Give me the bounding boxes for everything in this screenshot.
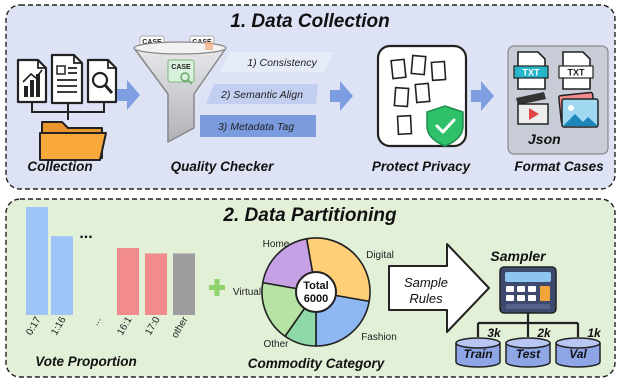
vote-proportion-caption: Vote Proportion: [35, 354, 137, 369]
pie-label-fashion: Fashion: [361, 332, 397, 343]
dataset-cylinder-icon: Val: [555, 337, 601, 368]
stage-label-quality-checker: Quality Checker: [171, 159, 275, 174]
split-count-label: 3k: [487, 326, 502, 340]
step-band: [200, 115, 316, 137]
cylinder-top: [455, 337, 501, 349]
txt-label: TXT: [523, 68, 541, 78]
pie-center: [295, 271, 337, 313]
partitioning-title: 2. Data Partitioning: [222, 205, 397, 226]
split-name-label: Test: [516, 347, 541, 361]
step-band: [206, 84, 318, 104]
text-document-icon: [50, 53, 84, 105]
sample-rules-line1: Sample: [404, 275, 448, 290]
split-name-label: Val: [569, 347, 587, 361]
flow-arrow-icon: [117, 80, 140, 110]
sampler-split-lines: [476, 313, 580, 337]
split-count-label: 2k: [536, 326, 552, 340]
funnel-icon: CASE CASE CASE: [133, 35, 227, 143]
shield-check-icon: [426, 105, 464, 147]
collection-title: 1. Data Collection: [230, 11, 389, 32]
sampler-title: Sampler: [490, 248, 547, 264]
step-consistency: 1) Consistency: [247, 57, 317, 69]
pie-label-digital: Digital: [366, 250, 394, 261]
collection-icon: [16, 53, 118, 161]
pie-label-virtual: Virtual: [233, 287, 261, 298]
sampler-machine-icon: [499, 266, 557, 314]
pie-center-total-value: 6000: [304, 293, 328, 305]
commodity-category-caption: Commodity Category: [248, 356, 386, 371]
cylinder-body: [505, 342, 551, 368]
vote-bar: [26, 207, 48, 315]
vote-bar: [117, 248, 139, 315]
step-metadata-tag: 3) Metadata Tag: [218, 121, 294, 133]
format-cases-icon: TXT TXT Json: [507, 45, 609, 155]
json-label: Json: [528, 131, 561, 147]
vote-bar: [173, 253, 195, 315]
cylinder-body: [555, 342, 601, 368]
dataset-cylinder-icon: Train: [455, 337, 501, 368]
pie-center-total-label: Total: [303, 280, 328, 292]
split-name-label: Train: [463, 347, 492, 361]
data-collection-panel: 1. Data Collection: [5, 4, 616, 190]
vote-bar: [145, 253, 167, 315]
step-semantic-align: 2) Semantic Align: [220, 89, 303, 101]
stage-label-format-cases: Format Cases: [514, 159, 604, 174]
plus-icon: [209, 279, 225, 296]
cylinder-top: [555, 337, 601, 349]
dataset-cylinder-icon: Test: [505, 337, 551, 368]
flow-arrow-icon: [471, 81, 494, 111]
pie-label-other: Other: [263, 339, 289, 350]
case-tag: CASE: [142, 39, 162, 46]
txt-file-icon: TXT: [558, 51, 594, 90]
privacy-board-icon: [376, 44, 468, 148]
pie-label-home: Home: [263, 239, 290, 250]
txt-file-icon: TXT: [513, 51, 549, 90]
case-tag: CASE: [171, 64, 191, 71]
flow-arrow-icon: [330, 81, 353, 111]
vote-bar: [51, 236, 73, 315]
sample-rules-arrow: Sample Rules: [388, 243, 490, 333]
cylinder-body: [455, 342, 501, 368]
chart-document-icon: [16, 58, 48, 104]
video-clapper-icon: [516, 92, 549, 125]
cylinder-top: [505, 337, 551, 349]
split-count-label: 1k: [587, 326, 602, 340]
quality-steps: 1) Consistency 2) Semantic Align 3) Meta…: [200, 52, 334, 137]
sample-rules-line2: Rules: [409, 291, 443, 306]
txt-label: TXT: [568, 68, 586, 78]
folder-icon: [39, 121, 107, 161]
stage-label-protect-privacy: Protect Privacy: [372, 159, 472, 174]
vote-chart-ellipsis: ...: [79, 225, 92, 242]
image-icon: [558, 91, 599, 128]
stage-label-collection: Collection: [27, 159, 92, 174]
search-document-icon: [86, 58, 118, 104]
step-band: [220, 52, 334, 72]
